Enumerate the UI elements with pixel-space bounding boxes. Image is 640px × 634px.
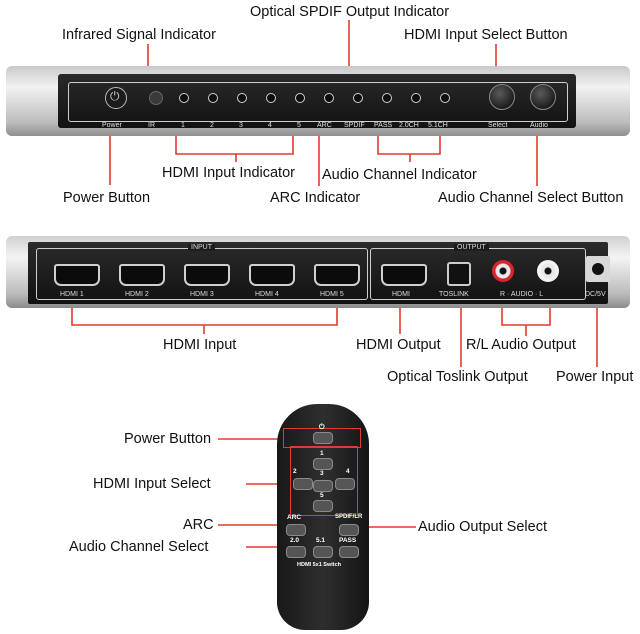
input-4-label: 4 xyxy=(268,122,272,129)
input-5-label: 5 xyxy=(297,122,301,129)
back-face: INPUT OUTPUT HDMI 1 HDMI 2 HDMI 3 HDMI 4… xyxy=(28,242,610,304)
hdmi-4-led xyxy=(266,93,276,103)
remote-pass-button[interactable] xyxy=(339,546,359,558)
input-1-label: 1 xyxy=(181,122,185,129)
dc-power-jack xyxy=(586,256,610,282)
remote-input-2-label: 2 xyxy=(293,468,297,475)
power-icon: ⏻ xyxy=(110,89,120,103)
remote-input-5-button[interactable] xyxy=(313,500,333,512)
remote-input-highlight xyxy=(290,446,358,516)
audio-label: R · AUDIO · L xyxy=(500,291,544,298)
audio-label: Audio xyxy=(530,122,548,129)
label-infrared-indicator: Infrared Signal Indicator xyxy=(62,27,216,43)
power-label: Power xyxy=(102,122,122,129)
ch20-led xyxy=(411,93,421,103)
remote-input-1-button[interactable] xyxy=(313,458,333,470)
label-hdmi-input: HDMI Input xyxy=(163,337,237,353)
select-label: Select xyxy=(488,122,508,129)
remote-power-highlight xyxy=(283,428,361,448)
label-remote-audio-output-select: Audio Output Select xyxy=(418,519,547,535)
remote-input-4-button[interactable] xyxy=(335,478,355,490)
label-remote-audio-channel-select: Audio Channel Select xyxy=(69,539,209,555)
label-remote-hdmi-input-select: HDMI Input Select xyxy=(93,476,211,492)
ir-indicator-led xyxy=(149,91,163,105)
remote-spdif-label: SPDIF/LR xyxy=(335,514,363,520)
hdmi-output-label: HDMI xyxy=(392,291,410,298)
label-hdmi-output: HDMI Output xyxy=(356,337,441,353)
hdmi-2-port xyxy=(119,264,165,286)
front-face: ⏻ Power IR 1 2 3 4 5 ARC SPDIF PASS 2.0C… xyxy=(58,74,576,129)
label-remote-arc: ARC xyxy=(183,517,214,533)
label-optical-toslink-output: Optical Toslink Output xyxy=(387,369,528,385)
hdmi-5-led xyxy=(295,93,305,103)
audio-button[interactable] xyxy=(530,84,556,110)
hdmi-1-led xyxy=(179,93,189,103)
remote-input-1-label: 1 xyxy=(320,450,324,457)
arc-label: ARC xyxy=(317,122,332,129)
hdmi-2-led xyxy=(208,93,218,103)
remote-pass-label: PASS xyxy=(339,537,357,544)
remote-arc-label: ARC xyxy=(287,514,302,521)
remote-control: ⏻ 1 2 3 4 5 ARC SPDIF/LR 2.0 5.1 PASS HD… xyxy=(277,404,369,630)
remote-ch20-label: 2.0 xyxy=(290,537,300,544)
hdmi-5-label: HDMI 5 xyxy=(320,291,344,298)
pass-led xyxy=(382,93,392,103)
switch-back-panel: INPUT OUTPUT HDMI 1 HDMI 2 HDMI 3 HDMI 4… xyxy=(6,236,630,308)
remote-spdif-button[interactable] xyxy=(339,524,359,536)
toslink-port xyxy=(447,262,471,286)
hdmi-2-label: HDMI 2 xyxy=(125,291,149,298)
remote-ch20-button[interactable] xyxy=(286,546,306,558)
label-power-button: Power Button xyxy=(63,190,151,206)
rca-right-port xyxy=(492,260,514,282)
hdmi-4-port xyxy=(249,264,295,286)
input-3-label: 3 xyxy=(239,122,243,129)
pass-label: PASS xyxy=(374,122,393,129)
label-hdmi-input-select-button: HDMI Input Select Button xyxy=(404,27,568,43)
remote-input-4-label: 4 xyxy=(346,468,350,475)
rca-left-port xyxy=(537,260,559,282)
label-power-input: Power Input xyxy=(556,369,634,385)
hdmi-3-led xyxy=(237,93,247,103)
label-arc-indicator: ARC Indicator xyxy=(270,190,361,206)
ch20-label: 2.0CH xyxy=(399,122,419,129)
ir-label: IR xyxy=(148,122,155,129)
dc-label: DC/5V xyxy=(585,291,606,298)
spdif-led xyxy=(353,93,363,103)
label-remote-power-button: Power Button xyxy=(124,431,212,447)
remote-ch51-button[interactable] xyxy=(313,546,333,558)
hdmi-5-port xyxy=(314,264,360,286)
hdmi-4-label: HDMI 4 xyxy=(255,291,279,298)
remote-input-3-label: 3 xyxy=(320,470,324,477)
arc-led xyxy=(324,93,334,103)
remote-input-2-button[interactable] xyxy=(293,478,313,490)
ch51-label: 5.1CH xyxy=(428,122,448,129)
hdmi-1-port xyxy=(54,264,100,286)
input-group-label: INPUT xyxy=(188,244,215,251)
remote-power-icon: ⏻ xyxy=(319,424,325,431)
remote-model-label: HDMI 5x1 Switch xyxy=(297,562,342,568)
select-button[interactable] xyxy=(489,84,515,110)
input-2-label: 2 xyxy=(210,122,214,129)
spdif-label: SPDIF xyxy=(344,122,365,129)
hdmi-3-port xyxy=(184,264,230,286)
remote-input-3-button[interactable] xyxy=(313,480,333,492)
remote-ch51-label: 5.1 xyxy=(316,537,326,544)
label-rl-audio-output: R/L Audio Output xyxy=(466,337,576,353)
power-button[interactable]: ⏻ xyxy=(105,87,127,109)
remote-input-5-label: 5 xyxy=(320,492,324,499)
label-hdmi-input-indicator: HDMI Input Indicator xyxy=(162,165,295,181)
front-indicator-panel: ⏻ xyxy=(68,82,568,122)
remote-power-button[interactable] xyxy=(313,432,333,444)
remote-arc-button[interactable] xyxy=(286,524,306,536)
hdmi-output-port xyxy=(381,264,427,286)
label-optical-spdif-indicator: Optical SPDIF Output Indicator xyxy=(250,4,450,20)
label-audio-channel-select-button: Audio Channel Select Button xyxy=(438,190,624,206)
hdmi-3-label: HDMI 3 xyxy=(190,291,214,298)
switch-front-panel: ⏻ Power IR 1 2 3 4 5 ARC SPDIF PASS 2.0C… xyxy=(6,66,630,136)
output-group-label: OUTPUT xyxy=(454,244,489,251)
ch51-led xyxy=(440,93,450,103)
hdmi-1-label: HDMI 1 xyxy=(60,291,84,298)
label-audio-channel-indicator: Audio Channel Indicator xyxy=(322,167,477,183)
toslink-label: TOSLINK xyxy=(439,291,469,298)
